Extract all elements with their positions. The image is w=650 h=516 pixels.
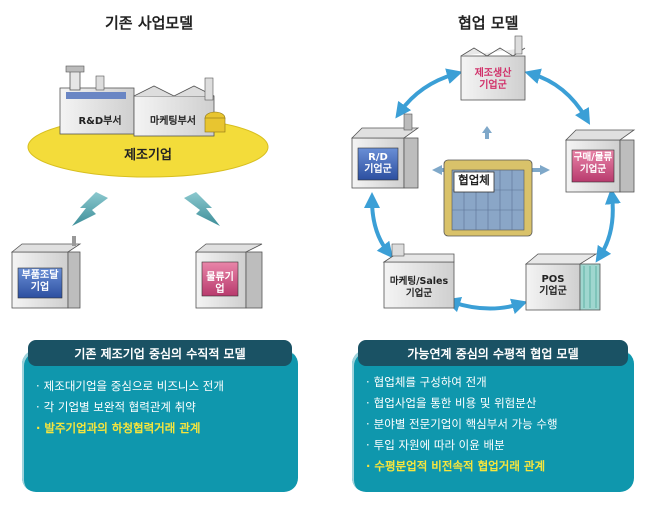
- right-bullet-list: ·협업체를 구성하여 전개 ·협업사업을 통한 비용 및 위험분산 ·분야별 전…: [366, 372, 624, 477]
- left-bullet-list: ·제조대기업을 중심으로 비즈니스 전개 ·각 기업별 보완적 협력관계 취약 …: [36, 376, 288, 439]
- pos-group-building-icon: [524, 253, 601, 311]
- pos-node-label: POS 기업군: [539, 274, 567, 297]
- manufacturer-label: 제조기업: [124, 148, 172, 163]
- left-down-arrow-icon: [72, 192, 108, 226]
- right-panel-title: 가능연계 중심의 수평적 협업 모델: [358, 340, 628, 366]
- right-down-arrow-icon: [184, 192, 220, 226]
- logistics-label: 물류기업: [206, 272, 234, 295]
- left-section-title: 기존 사업모델: [105, 14, 194, 32]
- right-section-title: 협업 모델: [458, 14, 519, 32]
- rd-node-label: R/D 기업군: [364, 152, 392, 175]
- right-summary-panel: 가능연계 중심의 수평적 협업 모델 ·협업체를 구성하여 전개 ·협업사업을 …: [352, 340, 634, 492]
- hub-label: 협업체: [458, 173, 490, 187]
- left-panel-title: 기존 제조기업 중심의 수직적 모델: [28, 340, 292, 366]
- list-item: ·분야별 전문기업이 핵심부서 가능 수행: [366, 417, 558, 431]
- hub-building-icon: [443, 159, 533, 237]
- logistics-building-icon: [194, 243, 263, 309]
- marketing-sales-group-building-icon: [382, 243, 455, 309]
- production-node-label: 제조생산 기업군: [474, 68, 512, 91]
- purchase-logistics-group-building-icon: [565, 129, 636, 193]
- left-summary-panel: 기존 제조기업 중심의 수직적 모델 ·제조대기업을 중심으로 비즈니스 전개 …: [22, 340, 298, 492]
- list-item-highlight: ·발주기업과의 하청협력거래 관계: [36, 421, 201, 435]
- list-item-highlight: ·수평분업적 비전속적 협업거래 관계: [366, 459, 546, 473]
- rd-dept-label: R&D부서: [78, 116, 122, 127]
- list-item: ·협업체를 구성하여 전개: [366, 375, 487, 389]
- marketing-dept-label: 마케팅부서: [150, 116, 196, 127]
- purchase-node-label: 구매/물류 기업군: [573, 152, 613, 175]
- main-factory-icon: [59, 65, 226, 137]
- production-group-building-icon: [460, 35, 526, 101]
- list-item: ·협업사업을 통한 비용 및 위험분산: [366, 396, 537, 410]
- rd-group-building-icon: [351, 113, 420, 189]
- list-item: ·각 기업별 보완적 협력관계 취약: [36, 400, 196, 414]
- collaboration-cycle-arrows: [364, 68, 621, 315]
- list-item: ·투입 자원에 따라 이윤 배분: [366, 438, 505, 452]
- parts-supplier-building-icon: [10, 236, 82, 309]
- marketing-node-label: 마케팅/Sales 기업군: [389, 276, 449, 299]
- list-item: ·제조대기업을 중심으로 비즈니스 전개: [36, 379, 224, 393]
- parts-supplier-label: 부품조달 기업: [21, 270, 59, 293]
